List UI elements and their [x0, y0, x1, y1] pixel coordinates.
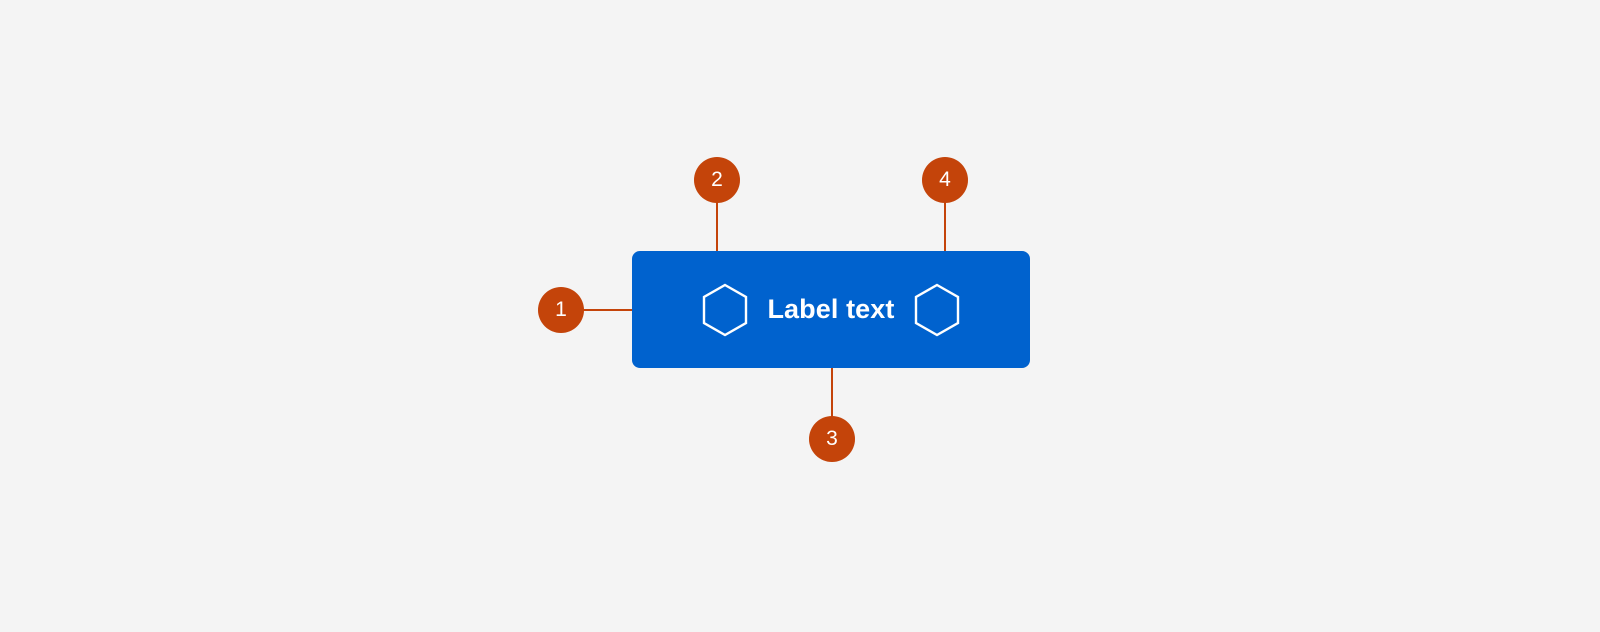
leader-line-3	[831, 318, 833, 420]
leader-line-2	[716, 200, 718, 289]
callout-badge-4[interactable]: 4	[922, 157, 968, 203]
callout-badge-4-number: 4	[939, 167, 951, 191]
callout-badge-1[interactable]: 1	[538, 287, 584, 333]
callout-badge-3[interactable]: 3	[809, 416, 855, 462]
leader-line-4	[944, 200, 946, 289]
callout-badge-2[interactable]: 2	[694, 157, 740, 203]
leader-line-1	[576, 309, 634, 311]
primary-button[interactable]: Label text	[632, 251, 1030, 368]
callout-badge-2-number: 2	[711, 167, 723, 191]
button-label: Label text	[767, 294, 895, 324]
callout-badge-3-number: 3	[826, 426, 838, 450]
callout-badge-1-number: 1	[555, 297, 567, 321]
hexagon-icon-right	[913, 283, 961, 337]
hexagon-icon-left	[701, 283, 749, 337]
